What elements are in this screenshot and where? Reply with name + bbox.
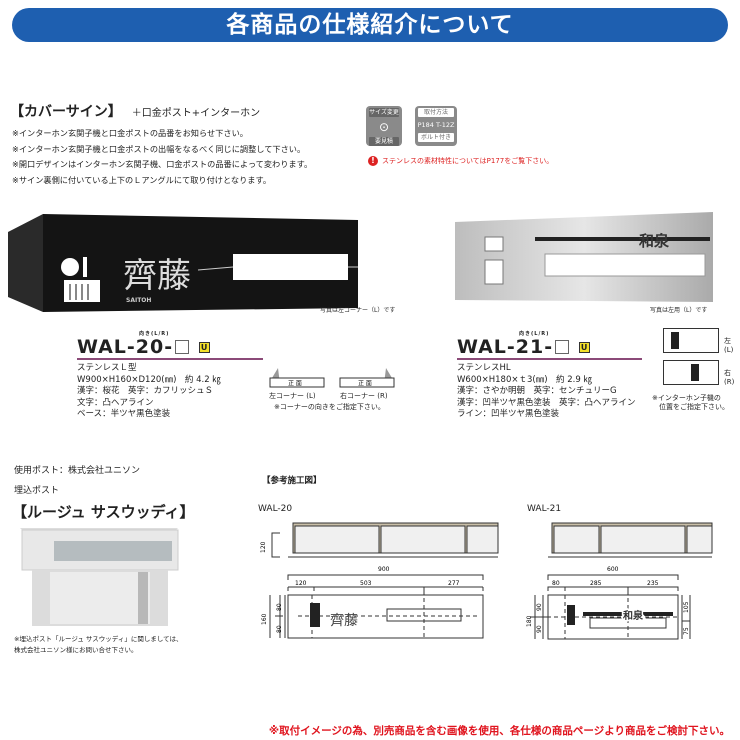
front-label: 正 面: [288, 381, 302, 388]
cover-sign-title: 【カバーサイン】: [10, 104, 122, 120]
dim-label: 90: [536, 603, 543, 611]
badge-text: 取付方法: [418, 108, 454, 117]
corner-diagram: 正 面 正 面: [269, 368, 395, 388]
dim-label: 180: [526, 615, 533, 627]
wal21-drawing-label: WAL-21: [527, 504, 562, 514]
badge-text: サイズ変更: [369, 108, 399, 117]
wal20-product-image: 齊藤 SAITOH: [8, 214, 358, 312]
drawing-sign-kanji: 齊藤: [330, 612, 358, 629]
u-badge: U: [579, 341, 591, 353]
badge-text: ボルト付き: [418, 133, 454, 142]
spec-line: 漢字：桜花 英字：カフリッシュＳ: [77, 386, 214, 396]
dim-label: 235: [647, 580, 659, 587]
left-label: 左 (L): [724, 337, 734, 354]
front-label: 正 面: [358, 381, 372, 388]
cover-sign-subtitle: ＋口金ポスト+インターホン: [131, 108, 261, 119]
left-corner-label: 左コーナー (L): [269, 392, 316, 400]
badge-text: P184 T-12Z: [417, 121, 455, 129]
dim-label: 120: [295, 580, 307, 587]
dim-label: 80: [276, 625, 283, 633]
intercom-icon: [691, 364, 699, 381]
wal20-sign-kanji: 齊藤: [123, 256, 191, 296]
left-position-box: [663, 328, 719, 353]
wal21-sign-kanji: 和泉: [639, 232, 670, 250]
footer-disclaimer: ※取付イメージの為、別売商品を含む画像を使用、各仕様の商品ページより商品をご検討…: [268, 725, 730, 737]
spec-line: ステンレスＬ型: [77, 363, 137, 373]
dim-label: 75: [683, 627, 690, 635]
notes-list: ※インターホン玄関子機と口金ポストの品番をお知らせ下さい。 ※インターホン玄関子…: [12, 126, 312, 188]
warning-text: ステンレスの素材特性についてはP177をご覧下さい。: [382, 157, 554, 165]
note-line: 位置をご指定下さい。: [659, 403, 729, 411]
dim-label: 80: [276, 603, 283, 611]
divider: [457, 358, 642, 360]
post-type: 埋込ポスト: [14, 486, 60, 496]
right-corner-label: 右コーナー (R): [340, 392, 388, 400]
post-maker: 使用ポスト：株式会社ユニソン: [14, 466, 141, 476]
orientation-label: 向き(L/R): [519, 331, 550, 337]
spec-line: ステンレスHL: [457, 363, 511, 373]
wal20-model-number: WAL-20-: [77, 336, 174, 358]
spec-line: ベース：半ツヤ黒色塗装: [77, 409, 171, 419]
warning-note: ! ステンレスの素材特性についてはP177をご覧下さい。: [368, 156, 553, 166]
dim-label: 900: [378, 566, 390, 573]
dim-label: 80: [552, 580, 560, 587]
dim-label: 600: [607, 566, 619, 573]
wal21-model-number: WAL-21-: [457, 336, 554, 358]
note-line: ※埋込ポスト「ルージュ サスウッディ」に関しましては、: [14, 635, 183, 643]
post-name: 【ルージュ サスウッディ】: [12, 503, 195, 521]
note-line: 株式会社ユニソン様にお問い合せ下さい。: [14, 646, 138, 654]
size-change-badge: サイズ変更 ⊙ 要見積: [366, 106, 402, 146]
dim-label: 277: [448, 580, 460, 587]
post-note: ※埋込ポスト「ルージュ サスウッディ」に関しましては、株式会社ユニソン様にお問い…: [14, 634, 183, 656]
expand-icon: ⊙: [378, 120, 390, 134]
spec-line: 文字：凸ヘアライン: [77, 397, 154, 408]
alert-icon: !: [368, 156, 378, 166]
orientation-label: 向き(L/R): [139, 331, 170, 337]
wal21-model-block: WAL-21-向き(L/R) U ステンレスHL W600×H180×ｔ3(㎜) …: [457, 331, 642, 421]
note-line: ※インターホン子機の: [652, 394, 721, 402]
orientation-box: [175, 340, 190, 354]
post-image: [20, 528, 179, 626]
spec-line: 漢字：凹半ツヤ黒色塗装 英字：凸ヘアライン: [457, 397, 636, 408]
wal20-drawing-label: WAL-20: [258, 504, 293, 514]
drawing-sign-kanji: 和泉: [622, 609, 644, 622]
wal20-model-block: WAL-20-向き(L/R) U ステンレスＬ型 W900×H160×D120(㎜…: [77, 331, 263, 421]
mount-method-badge: 取付方法 P184 T-12Z ボルト付き: [415, 106, 457, 146]
wal21-photo-caption: 写真は左用（L）です: [650, 307, 708, 314]
dim-label: 120: [260, 541, 267, 553]
intercom-icon: [671, 332, 679, 349]
spec-line: W900×H160×D120(㎜) 約 4.2 ㎏: [77, 374, 221, 385]
spec-line: W600×H180×ｔ3(㎜) 約 2.9 ㎏: [457, 374, 592, 385]
divider: [77, 358, 263, 360]
note: ※開口デザインはインターホン玄関子機、口金ポストの品番によって変わります。: [12, 159, 313, 169]
dim-label: 160: [261, 613, 268, 625]
badge-text: 要見積: [369, 137, 399, 146]
section-title: 【カバーサイン】 ＋口金ポスト+インターホン: [10, 101, 260, 121]
position-note: ※インターホン子機の位置をご指定下さい。: [652, 394, 729, 412]
drawing-title: 【参考施工図】: [262, 476, 322, 486]
page-title-banner: 各商品の仕様紹介について: [12, 8, 728, 42]
note: ※インターホン玄関子機と口金ポストの出幅をなるべく同じに調整して下さい。: [12, 143, 306, 154]
dim-label: 285: [590, 580, 602, 587]
corner-note: ※コーナーの向きをご指定下さい。: [274, 403, 385, 411]
spec-line: ライン：凹半ツヤ黒色塗装: [457, 409, 560, 419]
note: ※サイン裏側に付いている上下のＬアングルにて取り付けとなります。: [12, 174, 272, 185]
note: ※インターホン玄関子機と口金ポストの品番をお知らせ下さい。: [12, 128, 248, 138]
dim-label: 90: [536, 625, 543, 633]
wal20-sign-roman: SAITOH: [126, 297, 151, 304]
dim-label: 105: [683, 601, 690, 613]
right-label: 右 (R): [724, 369, 735, 386]
wal21-product-image: 和泉: [455, 212, 713, 302]
orientation-box: [555, 340, 570, 354]
wal20-photo-caption: 写真は左コーナー（L）です: [320, 307, 396, 314]
u-badge: U: [199, 341, 211, 353]
right-position-box: [663, 360, 719, 385]
spec-line: 漢字：さやか明朝 英字：センチュリーG: [457, 386, 617, 396]
construction-drawings: 齊藤 和泉 120 900 120 503 277 160 80 80 600 …: [260, 522, 713, 640]
dim-label: 503: [360, 580, 372, 587]
